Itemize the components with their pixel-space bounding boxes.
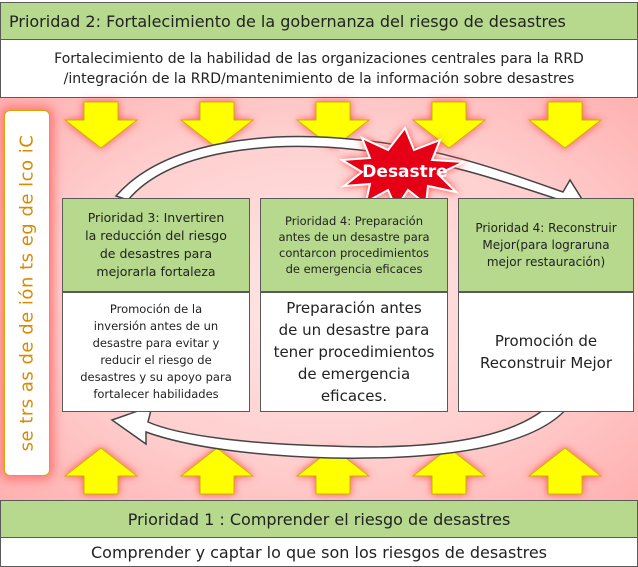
header-line: de desastres para [99, 246, 213, 261]
priority2-desc-line1: Fortalecimiento de la habilidad de las o… [54, 50, 584, 67]
header-line: mejor restauración) [486, 254, 606, 269]
body-line: eficaces. [320, 387, 388, 405]
header-line: mejorarla fortaleza [96, 264, 216, 279]
header-line: Prioridad 4: Reconstruir [475, 220, 617, 235]
body-line: Promoción de la [109, 302, 203, 316]
side-vertical-label: se trs as de de ión ts eg de lco iC [4, 110, 50, 476]
body-line: reducir el riesgo de [100, 353, 212, 367]
priority1-description: Comprender y captar lo que son los riesg… [0, 538, 638, 567]
down-arrow-3 [295, 101, 371, 149]
cycle-arrow-top [114, 135, 592, 215]
body-line: inversión antes de un [93, 319, 219, 333]
priority2-title-text: Prioridad 2: Fortalecimiento de la gober… [9, 11, 566, 31]
priority3-body: Promoción de la inversión antes de un de… [62, 292, 250, 412]
priority1-desc-text: Comprender y captar lo que son los riesg… [91, 542, 547, 562]
header-line: Mejor(para lograruna [482, 237, 610, 252]
priority4-rebuild-body: Promoción de Reconstruir Mejor [458, 292, 634, 412]
down-arrow-5 [527, 101, 603, 149]
priority2-desc-line2: /integración de la RRD/mantenimiento de … [63, 70, 575, 87]
header-line: contarcon procedimientos [279, 246, 429, 260]
priority1-title-text: Prioridad 1 : Comprender el riesgo de de… [127, 509, 511, 529]
priority4-preparation-body: Preparación antes de un desastre para te… [260, 292, 448, 412]
priority2-description: Fortalecimiento de la habilidad de las o… [0, 40, 638, 98]
body-line: desastre para evitar y [92, 336, 220, 350]
header-line: de emergencia eficaces [285, 262, 423, 276]
up-arrow-5 [527, 447, 603, 495]
up-arrow-2 [179, 447, 255, 495]
body-line: Promoción de [494, 332, 598, 350]
up-arrow-1 [63, 447, 139, 495]
body-line: de emergencia [297, 365, 411, 383]
down-arrow-2 [179, 101, 255, 149]
side-vertical-label-text: se trs as de de ión ts eg de lco iC [16, 134, 38, 452]
priority1-title: Prioridad 1 : Comprender el riesgo de de… [0, 500, 638, 538]
header-line: la reducción del riesgo [85, 228, 227, 243]
body-line: desastres y su apoyo para [80, 370, 232, 384]
priority2-title: Prioridad 2: Fortalecimiento de la gober… [0, 2, 638, 40]
disaster-label: Desastre [362, 162, 448, 182]
body-line: fortalecer habilidades [93, 387, 219, 401]
body-line: tener procedimientos [273, 343, 435, 361]
priority4-preparation-header: Prioridad 4: Preparación antes de un des… [260, 198, 448, 292]
down-arrow-1 [63, 101, 139, 149]
body-line: Reconstruir Mejor [479, 354, 613, 372]
up-arrow-3 [295, 447, 371, 495]
priority3-header: Prioridad 3: Invertiren la reducción del… [62, 198, 250, 292]
up-arrow-4 [411, 447, 487, 495]
cycle-arrow-bottom [110, 397, 574, 459]
header-line: antes de un desastre para [278, 230, 430, 244]
header-line: Prioridad 3: Invertiren [87, 210, 225, 225]
header-line: Prioridad 4: Preparación [284, 214, 423, 228]
down-arrow-4 [411, 101, 487, 149]
priority4-rebuild-header: Prioridad 4: Reconstruir Mejor(para logr… [458, 198, 634, 292]
body-line: de un desastre para [278, 321, 430, 339]
body-line: Preparación antes [286, 299, 422, 317]
